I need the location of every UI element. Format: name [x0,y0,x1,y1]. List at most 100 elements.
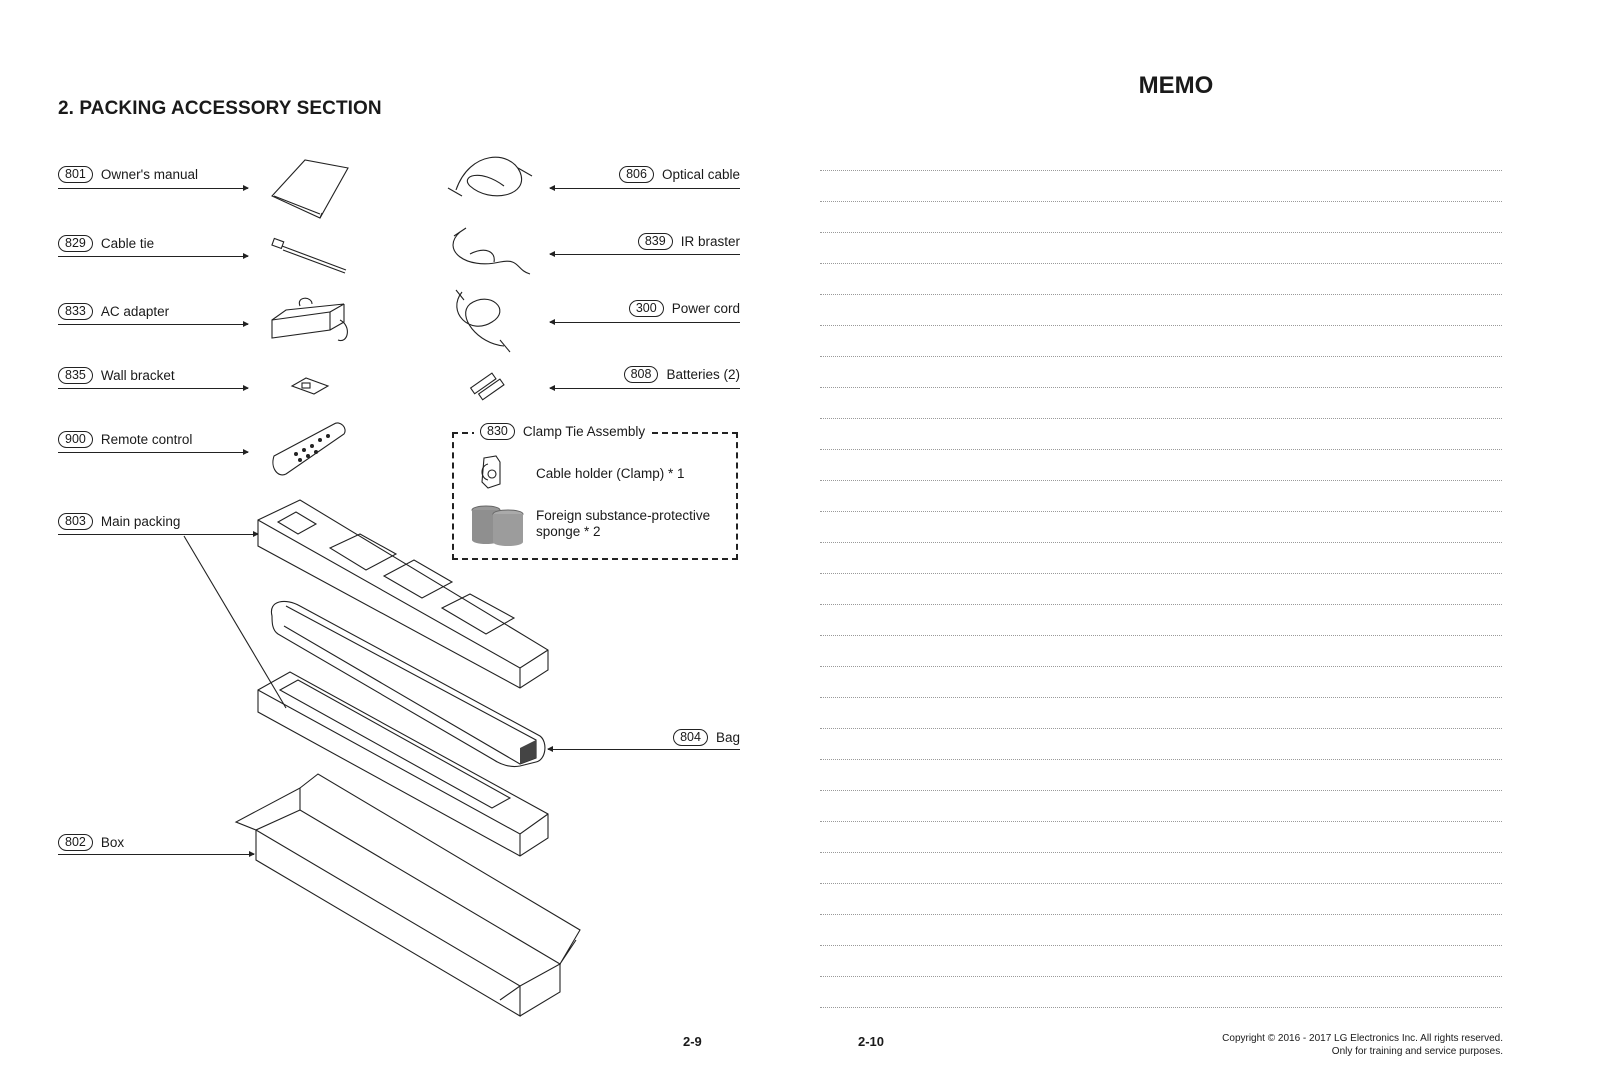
copyright-line1: Copyright © 2016 - 2017 LG Electronics I… [1222,1033,1503,1044]
sponge-label: Foreign substance-protective sponge * 2 [536,508,710,540]
memo-line [820,666,1502,667]
ac-adapter-icon [271,297,348,342]
part-number: 300 [628,300,664,317]
cable-tie-icon [271,237,347,274]
memo-line [820,728,1502,729]
memo-line [820,263,1502,264]
memo-line [820,325,1502,326]
cable-holder-icon [481,455,501,489]
memo-line [820,697,1502,698]
part-number: 804 [673,729,708,746]
part-label: Main packing [100,514,181,529]
bag-icon [270,600,546,768]
leader-line [58,321,249,327]
memo-line [820,356,1502,357]
memo-line [820,945,1502,946]
memo-line [820,232,1502,233]
part-number: 806 [619,166,654,183]
wall-bracket-icon [290,377,330,395]
memo-line [820,852,1502,853]
page-number-right: 2-10 [858,1034,885,1049]
box-icon [234,773,581,1017]
sponge-label-line1: Foreign substance-protective [536,508,711,523]
memo-line [820,635,1502,636]
callout-wall-bracket: 835 Wall bracket [58,367,175,384]
main-packing-icon [257,499,549,689]
copyright-line2: Only for training and service purposes. [1331,1046,1503,1057]
memo-line [820,201,1502,202]
memo-line [820,759,1502,760]
leader-line [58,449,249,455]
callout-remote-control: 900 Remote control [58,431,192,448]
optical-cable-icon [447,156,533,197]
batteries-icon [469,372,505,401]
packing-illustration [183,156,581,1017]
leader-line [547,746,740,752]
memo-line [820,170,1502,171]
manual-icon [271,159,349,219]
sponge-icon [471,505,524,546]
callout-main-packing: 803 Main packing [58,513,180,530]
part-number: 900 [58,431,93,448]
leader-line [58,851,255,857]
part-label: Wall bracket [100,368,175,383]
part-label: IR braster [680,234,740,249]
sponge-label-line2: sponge * 2 [536,524,601,539]
memo-line [820,294,1502,295]
ir-blaster-icon [452,227,531,275]
leader-line [549,251,740,257]
callout-optical-cable: 806 Optical cable [540,166,740,183]
callout-bag: 804 Bag [540,729,740,746]
part-number: 830 [480,423,515,440]
part-number: 803 [58,513,93,530]
callout-ir-blaster: 839 IR braster [540,233,740,250]
part-label: Power cord [671,301,740,316]
clamp-tie-assembly: 830 Clamp Tie Assembly Cable holder (Cla… [452,423,738,560]
callout-cable-tie: 829 Cable tie [58,235,154,252]
callout-power-cord: 300 Power cord [540,300,740,317]
memo-line [820,511,1502,512]
memo-line [820,449,1502,450]
part-label: Bag [715,730,740,745]
part-label: Optical cable [661,167,740,182]
remote-control-icon [272,422,346,476]
leader-line [58,531,259,537]
clamp-tie-title: Clamp Tie Assembly [522,424,646,439]
part-number: 835 [58,367,93,384]
memo-title: MEMO [1138,72,1214,99]
memo-line [820,914,1502,915]
part-label: Cable tie [100,236,155,251]
section-title: 2. PACKING ACCESSORY SECTION [58,98,382,119]
part-label: Batteries (2) [666,367,740,382]
part-number: 833 [58,303,93,320]
part-number: 801 [58,166,93,183]
part-label: Owner's manual [100,167,198,182]
page-number-left: 2-9 [683,1034,702,1049]
main-packing-lower-icon [257,671,549,857]
part-label: Box [100,835,125,850]
memo-line [820,821,1502,822]
callout-batteries: 808 Batteries (2) [540,366,740,383]
power-cord-icon [455,289,511,353]
memo-line [820,418,1502,419]
part-number: 829 [58,235,93,252]
memo-line [820,573,1502,574]
leader-line [58,185,249,191]
callout-box: 802 Box [58,834,124,851]
leader-line [549,385,740,391]
part-label: Remote control [100,432,193,447]
part-number: 839 [637,233,673,250]
cable-holder-label: Cable holder (Clamp) * 1 [536,466,685,481]
memo-line [820,1007,1502,1008]
callout-ac-adapter: 833 AC adapter [58,303,169,320]
clamp-tie-header: 830 Clamp Tie Assembly [474,423,652,440]
memo-line [820,604,1502,605]
memo-line [820,790,1502,791]
leader-line [58,253,249,259]
leader-line [549,319,740,325]
leader-line [58,385,249,391]
part-label: AC adapter [100,304,170,319]
part-number: 802 [58,834,93,851]
copyright-notice: Copyright © 2016 - 2017 LG Electronics I… [1222,1032,1503,1058]
memo-line [820,480,1502,481]
